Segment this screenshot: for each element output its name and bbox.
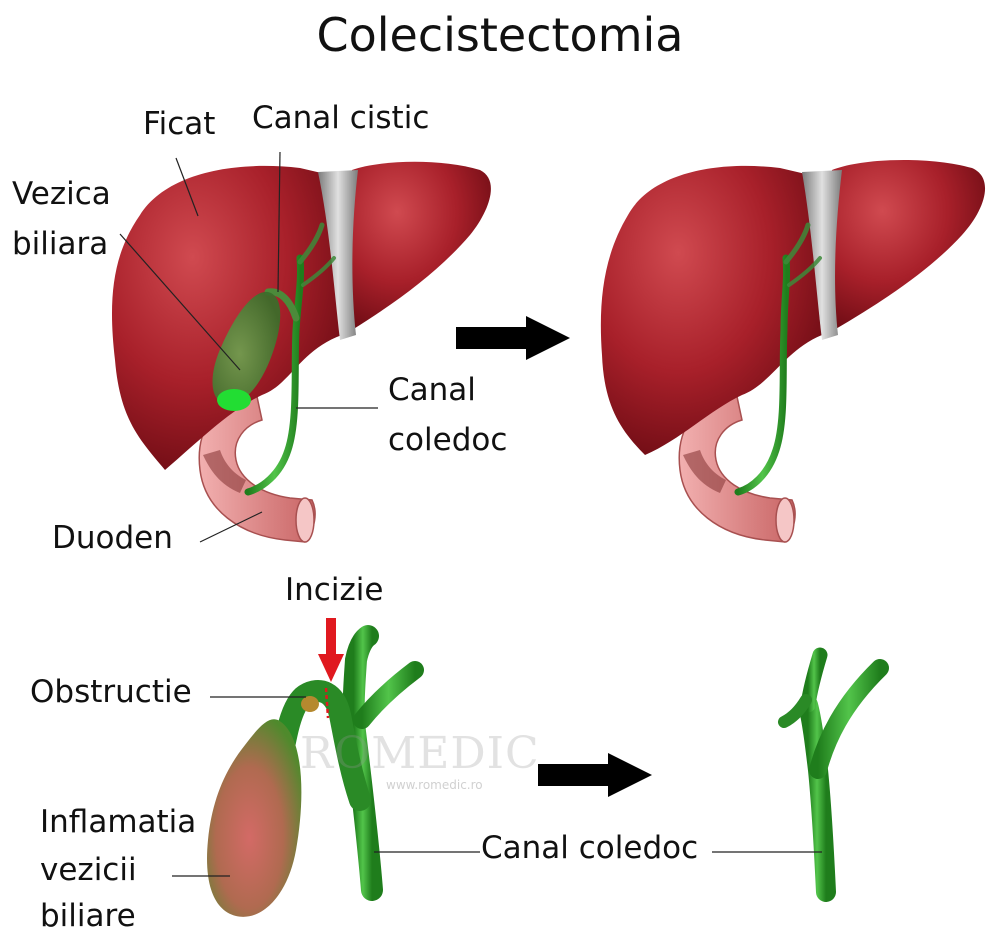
label-inflamatia-line1: Inflamatia (40, 804, 197, 840)
label-canal-cistic: Canal cistic (252, 100, 430, 136)
page-title: Colecistectomia (316, 8, 684, 62)
liver-after-surgery (600, 159, 986, 543)
label-vezica-line2: biliara (12, 226, 109, 262)
label-inflamatia-line2: vezicii (40, 852, 137, 888)
falciform-ligament (318, 170, 358, 340)
label-duoden: Duoden (52, 520, 173, 556)
watermark: ROMEDIC (300, 728, 540, 779)
obstruction-stone (301, 696, 319, 712)
gallbladder-detail (207, 618, 424, 917)
liver-left-lobe (346, 161, 491, 330)
label-incizie: Incizie (285, 572, 384, 608)
inflamed-gallbladder (207, 719, 302, 917)
label-canal-coledoc-line1: Canal (388, 372, 476, 408)
arrow-right-bottom (538, 753, 652, 797)
label-canal-coledoc-bottom: Canal coledoc (481, 830, 699, 866)
label-inflamatia-line3: biliare (40, 898, 136, 934)
incision-arrow (318, 618, 344, 682)
label-obstructie: Obstructie (30, 674, 192, 710)
hepatic-duct (244, 254, 305, 496)
gallbladder (212, 291, 281, 405)
incision-line (324, 687, 330, 719)
label-ficat: Ficat (143, 106, 216, 142)
arrow-right-top (456, 316, 570, 360)
liver-with-gallbladder (111, 161, 491, 543)
bile-duct-after (778, 647, 889, 902)
watermark-url: www.romedic.ro (386, 778, 483, 792)
liver-right-lobe (111, 165, 342, 470)
cystic-duct (264, 288, 300, 322)
label-vezica-line1: Vezica (12, 176, 111, 212)
leader-lines (119, 151, 822, 877)
label-canal-coledoc-line2: coledoc (388, 422, 508, 458)
